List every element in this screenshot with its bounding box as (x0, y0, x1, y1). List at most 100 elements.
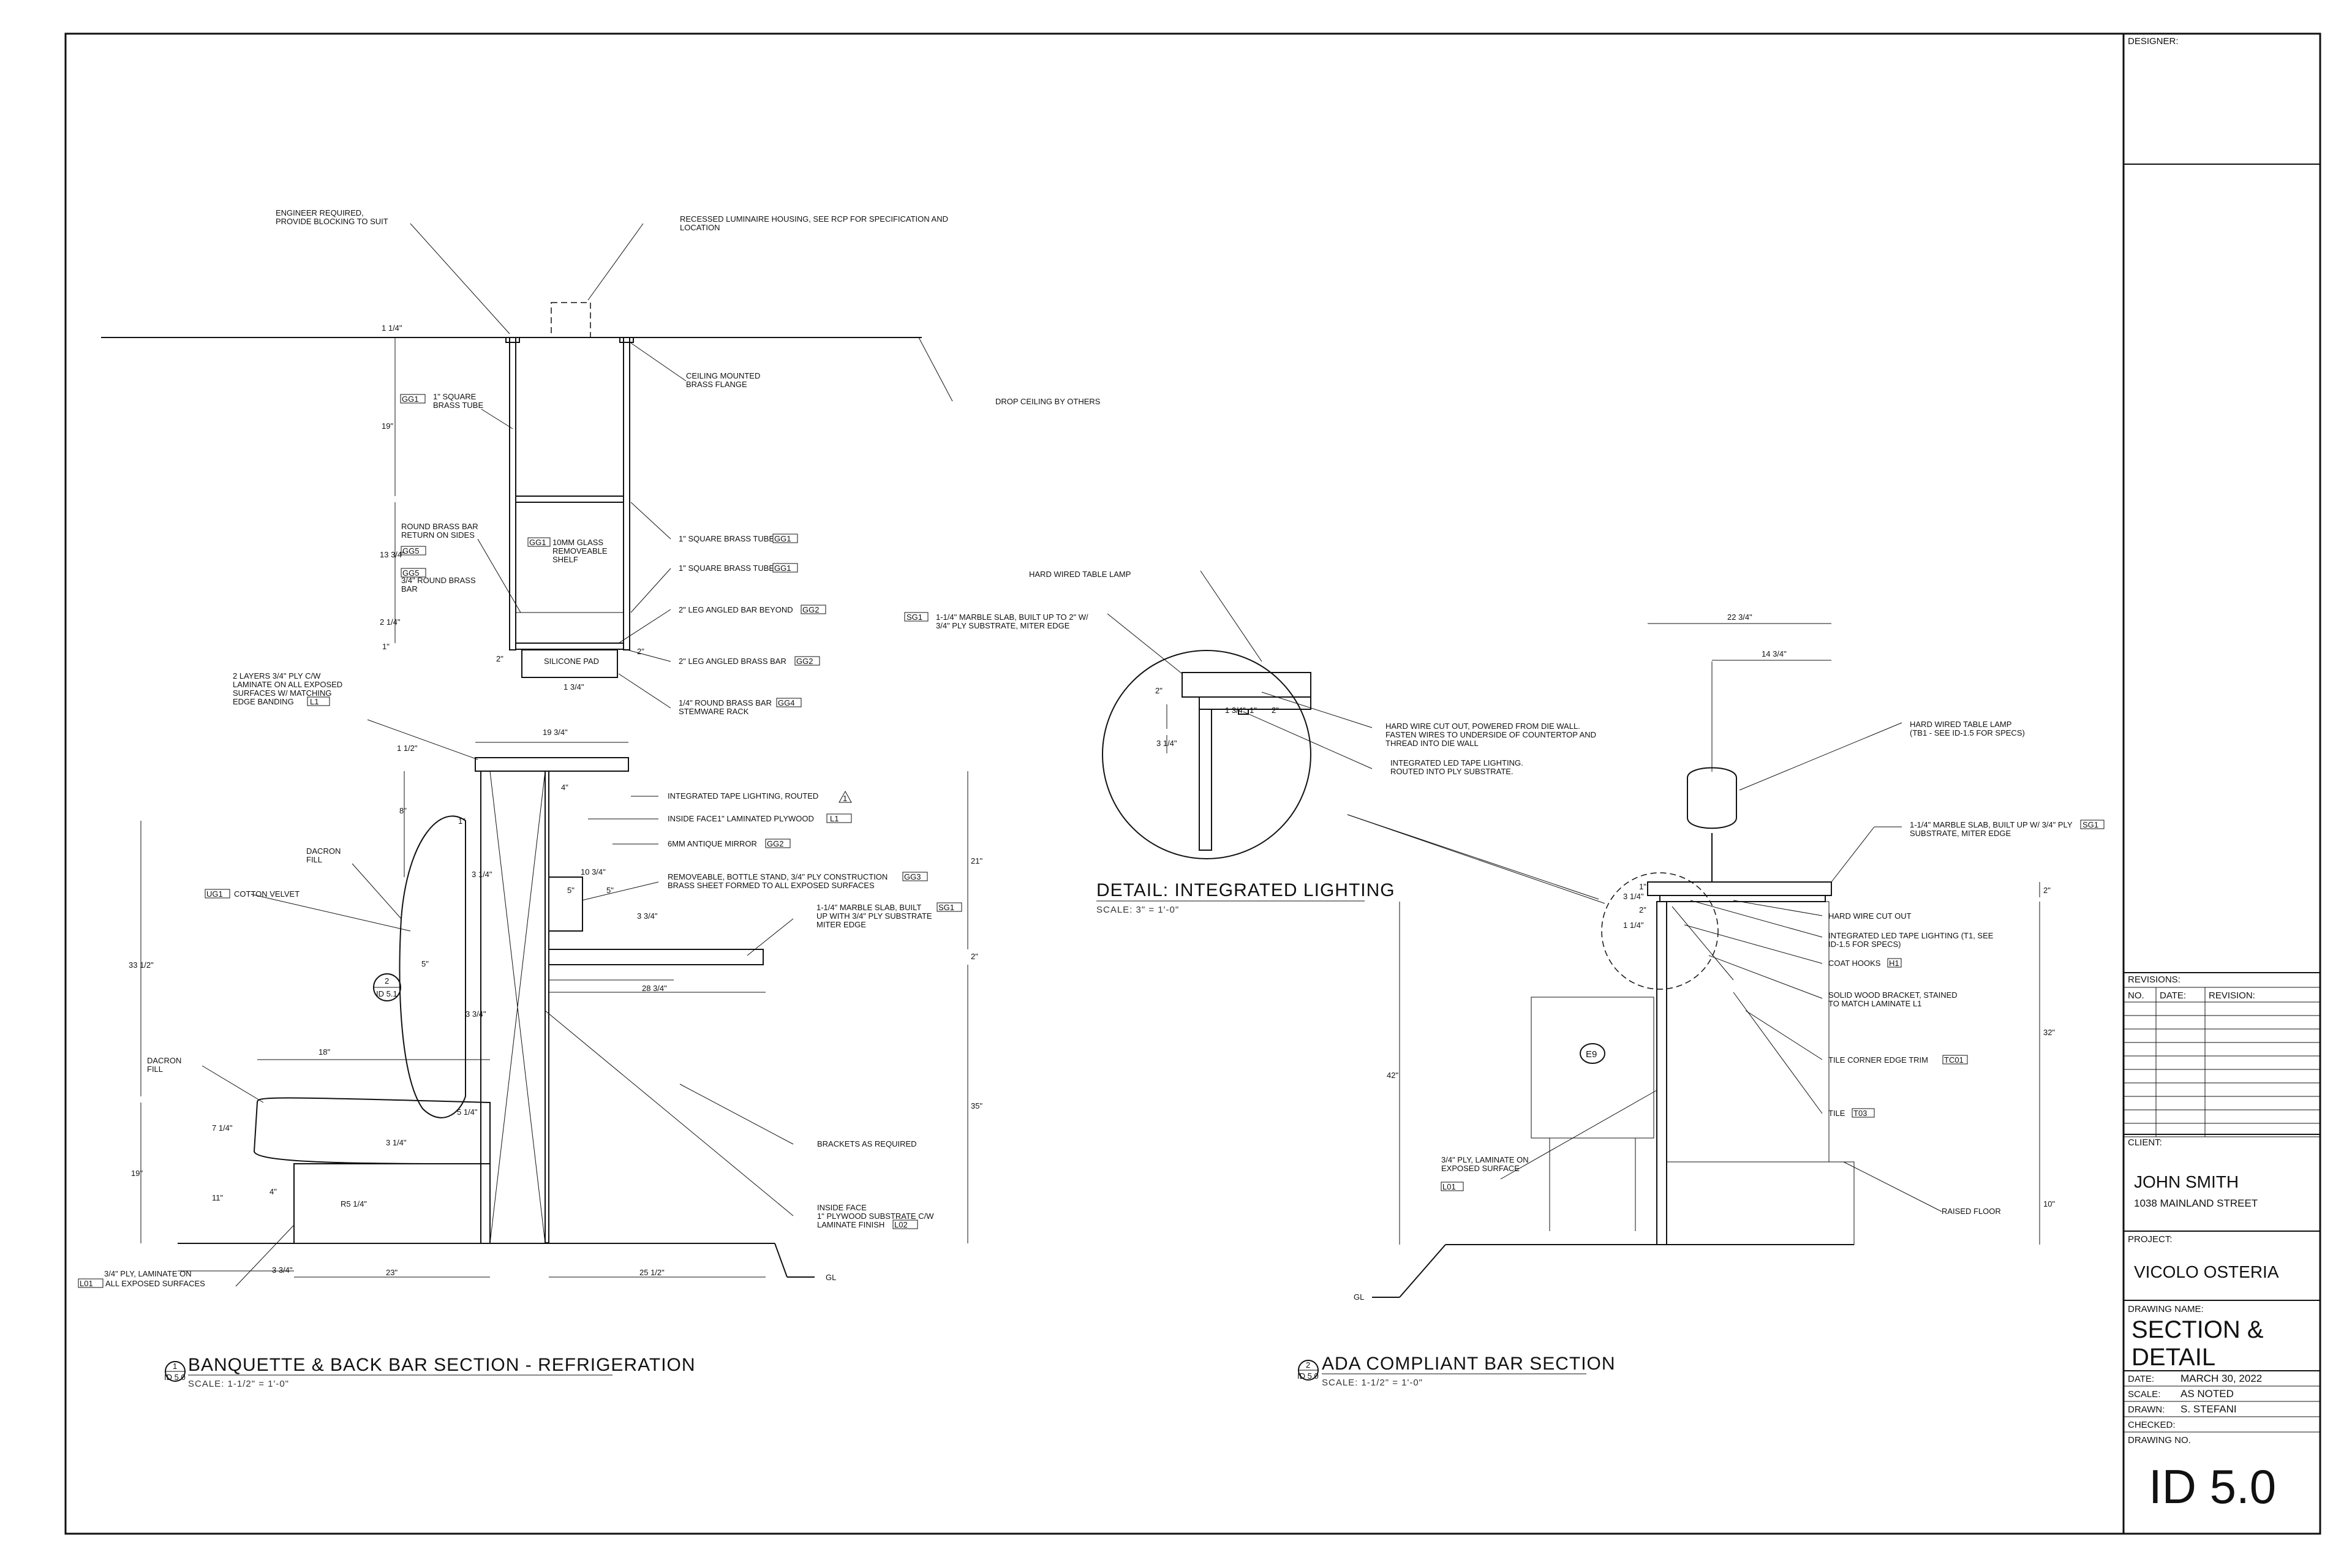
dim-23: 23" (386, 1268, 398, 1277)
ada-dim-14-75: 14 3/4" (1762, 649, 1787, 658)
tag-mirror: GG2 (767, 839, 783, 848)
ada-gl: GL (1354, 1292, 1364, 1302)
section-ref-num: 2 (385, 976, 389, 986)
rev-revision-header: REVISION: (2209, 990, 2255, 1001)
angled-brass-bar-bottom (515, 643, 624, 650)
detail-dim-1-75: 1 3/4" (1225, 706, 1246, 715)
e9-tag-text: E9 (1586, 1049, 1597, 1060)
dimension-texts: 1 1/4" 19" 13 3/4" 2 1/4" 1" 2" 2" 1 3/4… (129, 323, 982, 1277)
ada-view-title-text: ADA COMPLIANT BAR SECTION (1322, 1354, 1616, 1374)
tag-round-brass: GG5 (402, 568, 419, 578)
dim-2b: 2" (637, 647, 644, 656)
detail-circle (1102, 650, 1311, 859)
ada-detail-callout-circle (1601, 872, 1719, 990)
banquette-view-title: 1 ID 5.0 BANQUETTE & BACK BAR SECTION - … (164, 1355, 696, 1389)
scale-value: AS NOTED (2180, 1388, 2234, 1400)
dim-3-75b: 3 3/4" (466, 1009, 486, 1019)
note-marble-a-2: UP WITH 3/4" PLY SUBSTRATE (816, 911, 932, 921)
tag-cotton: UG1 (206, 889, 223, 899)
note-dacron-1a: DACRON (306, 846, 341, 856)
dim-1b: 1" (458, 816, 466, 826)
e9-equipment (1531, 997, 1654, 1139)
tag-stemware: GG4 (778, 698, 794, 707)
note-round-brass-1: 3/4" ROUND BRASS (401, 576, 476, 585)
note-engineer-2: PROVIDE BLOCKING TO SUIT (276, 217, 388, 226)
note-inside-face-2: 1" PLYWOOD SUBSTRATE C/W (817, 1212, 934, 1221)
view-marker-2-num: 2 (1306, 1360, 1310, 1370)
ada-ply-substrate (1659, 895, 1826, 902)
note-dacron-2a: DACRON (147, 1056, 181, 1065)
tape-lighting-tri-num: 1 (843, 794, 847, 803)
ada-led-2: ID-1.5 FOR SPECS) (1828, 940, 1901, 949)
tag-ply-b: L01 (1442, 1182, 1456, 1191)
banquette-view-scale: SCALE: 1-1/2" = 1'-0" (188, 1379, 289, 1389)
dim-35: 35" (971, 1101, 982, 1110)
ada-floor-step (1399, 1244, 1446, 1298)
dim-2c: 2" (971, 952, 978, 961)
banquette-view-title-text: BANQUETTE & BACK BAR SECTION - REFRIGERA… (188, 1355, 696, 1375)
stemware-rack (521, 649, 618, 678)
ada-hw-cutout: HARD WIRE CUT OUT (1828, 911, 1912, 921)
dim-1: 1" (382, 642, 390, 651)
note-round-brass-2: BAR (401, 584, 418, 594)
detail-dim-2: 2" (1155, 686, 1163, 695)
ada-lamp-2: (TB1 - SEE ID-1.5 FOR SPECS) (1910, 728, 2025, 737)
ada-dimension-lines (1399, 623, 2040, 1245)
tag-tile: T03 (1853, 1109, 1867, 1118)
ada-marble-slab (1647, 881, 1832, 896)
drawing-name-line1: SECTION & (2132, 1316, 2264, 1343)
dim-25-5: 25 1/2" (639, 1268, 665, 1277)
ada-tile: TILE (1828, 1109, 1845, 1118)
detail-dim-2b: 2" (1272, 706, 1279, 715)
dimension-lines (140, 337, 968, 1278)
note-leg-angled: 2" LEG ANGLED BRASS BAR (679, 657, 786, 666)
note-layers-2: LAMINATE ON ALL EXPOSED (233, 680, 342, 689)
note-sq-tube-a: 1" SQUARE BRASS TUBE (679, 534, 774, 543)
note-stemware-2: STEMWARE RACK (679, 707, 749, 716)
ada-bracket-2: TO MATCH LAMINATE L1 (1828, 999, 1921, 1008)
square-brass-tube-top (515, 496, 624, 503)
ada-marble-2: SUBSTRATE, MITER EDGE (1910, 829, 2011, 838)
dim-21: 21" (971, 856, 982, 865)
note-gl: GL (826, 1273, 836, 1282)
ceiling-flange-right (619, 337, 634, 343)
detail-callout-leader (1347, 814, 1605, 904)
tag-removeable: GG3 (904, 872, 921, 881)
detail-dim-3-25: 3 1/4" (1156, 739, 1177, 748)
ada-raised-floor: RAISED FLOOR (1942, 1207, 2001, 1216)
bar-top (475, 757, 629, 772)
ada-bracket (1672, 906, 1734, 981)
banquette-section-view: ENGINEER REQUIRED, PROVIDE BLOCKING TO S… (78, 208, 1101, 1389)
rev-date-header: DATE: (2160, 990, 2186, 1001)
note-tape-lighting: INTEGRATED TAPE LIGHTING, ROUTED (668, 791, 818, 801)
dim-3-25b: 3 1/4" (386, 1138, 407, 1147)
note-inside-face-3: LAMINATE FINISH (817, 1220, 884, 1229)
tag-leg-angled: GG2 (796, 657, 813, 666)
note-dacron-1b: FILL (306, 855, 322, 864)
banquette-seat-cushion (253, 1097, 491, 1165)
ada-tile-face (1666, 901, 1830, 1163)
dim-11: 11" (212, 1193, 223, 1202)
note-marble-a-3: MITER EDGE (816, 920, 866, 929)
note-glass-3: SHELF (552, 555, 578, 564)
tag-tile-trim: TC01 (1944, 1055, 1964, 1065)
detail-marble-2: 3/4" PLY SUBSTRATE, MITER EDGE (936, 621, 1070, 630)
raised-floor (1666, 1161, 1855, 1245)
drawing-no-value: ID 5.0 (2149, 1460, 2276, 1513)
detail-marble-1: 1-1/4" MARBLE SLAB, BUILT UP TO 2" W/ (936, 612, 1088, 622)
checked-label: CHECKED: (2128, 1420, 2176, 1430)
dim-3-75c: 3 3/4" (272, 1265, 293, 1275)
tag-marble-d: SG1 (907, 612, 922, 622)
project-name: VICOLO OSTERIA (2134, 1262, 2279, 1281)
ada-dim-1-25: 1 1/4" (1623, 921, 1644, 930)
title-block: DESIGNER: REVISIONS: NO. DATE: REVISION:… (2124, 36, 2320, 1513)
ada-dim-10: 10" (2043, 1199, 2055, 1208)
ada-led-1: INTEGRATED LED TAPE LIGHTING (T1, SEE (1828, 931, 1994, 940)
ada-marble-1: 1-1/4" MARBLE SLAB, BUILT UP W/ 3/4" PLY (1910, 820, 2073, 829)
ada-dim-2e: 2" (1639, 905, 1646, 914)
note-cotton: COTTON VELVET (234, 889, 300, 899)
detail-cutout-1: HARD WIRE CUT OUT, POWERED FROM DIE WALL… (1385, 722, 1580, 731)
dim-18: 18" (318, 1047, 330, 1057)
note-layers-3: SURFACES W/ MATCHING (233, 688, 332, 698)
ada-bar-section-view: HARD WIRED TABLE LAMP (TB1 - SEE ID-1.5 … (1297, 612, 2105, 1388)
